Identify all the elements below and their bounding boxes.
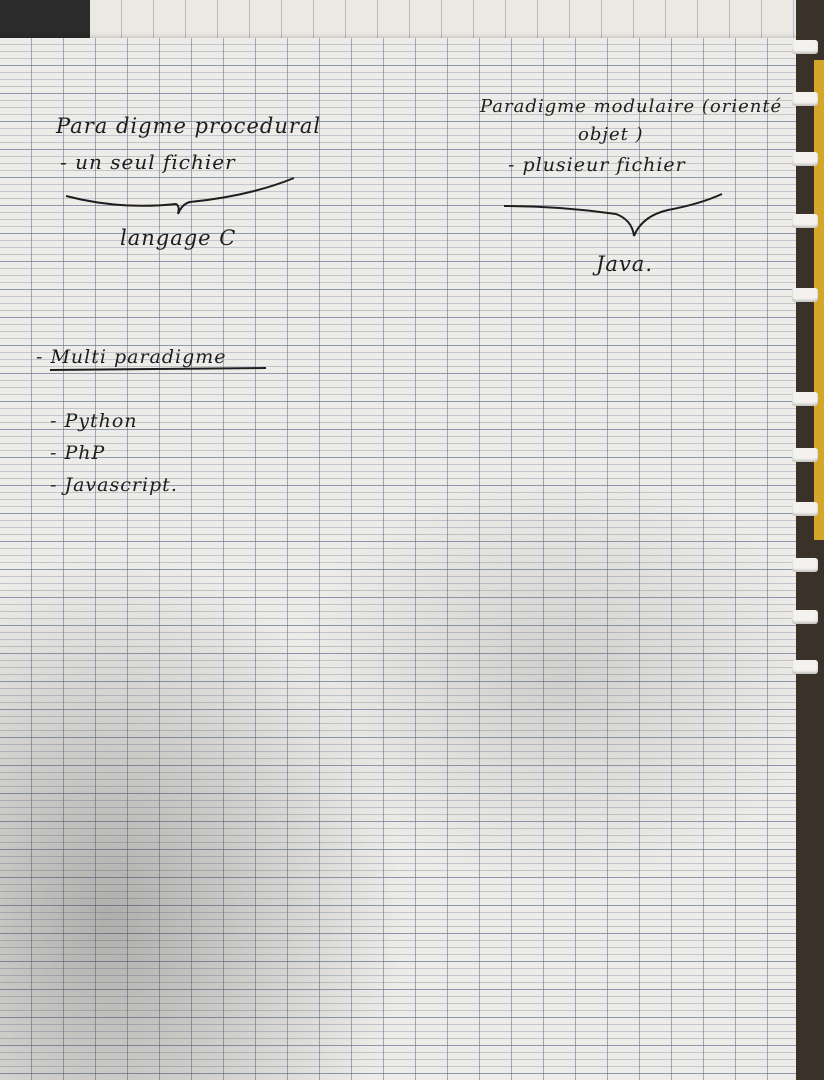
- torn-hole: [792, 660, 818, 674]
- torn-hole: [792, 448, 818, 462]
- language-item-php: - PhP: [50, 442, 106, 464]
- torn-hole: [792, 610, 818, 624]
- brace-right: [503, 193, 723, 240]
- torn-hole: [792, 92, 818, 106]
- binder-edge: [796, 0, 824, 1080]
- torn-hole: [792, 288, 818, 302]
- torn-hole: [792, 40, 818, 54]
- procedural-language: langage C: [120, 226, 237, 250]
- torn-hole: [792, 502, 818, 516]
- brace-left: [65, 177, 295, 215]
- modular-language: Java.: [596, 252, 653, 276]
- notebook-page: [0, 38, 812, 1080]
- multi-paradigm-title: - Multi paradigme: [36, 346, 227, 368]
- yellow-folder-edge: [814, 60, 824, 540]
- multi-paradigm-underline: [49, 367, 267, 371]
- procedural-detail: - un seul fichier: [60, 150, 236, 174]
- procedural-title: Para digme procedural: [56, 114, 322, 138]
- torn-hole: [792, 392, 818, 406]
- modular-detail: - plusieur fichier: [508, 154, 686, 176]
- torn-hole: [792, 214, 818, 228]
- language-item-javascript: - Javascript.: [50, 474, 178, 496]
- language-item-python: - Python: [50, 410, 138, 432]
- modular-title: Paradigme modulaire (orienté: [480, 96, 783, 117]
- torn-hole: [792, 558, 818, 572]
- torn-hole: [792, 152, 818, 166]
- modular-title-continued: objet ): [578, 124, 644, 145]
